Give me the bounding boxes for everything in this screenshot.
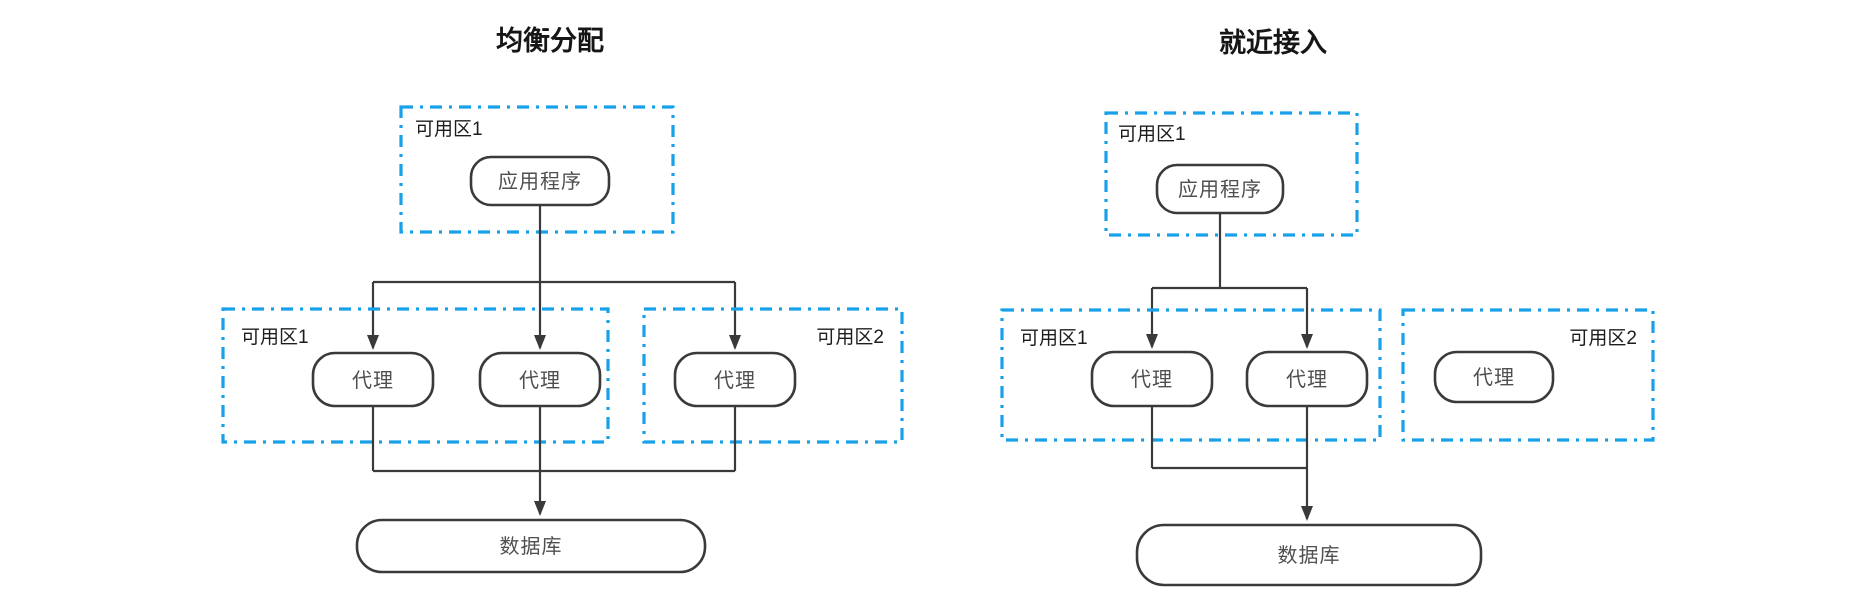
left-mid-zone2-box (642, 307, 904, 444)
right-top-zone-label: 可用区1 (1118, 124, 1186, 145)
right-proxy-node-1-label: 代理 (1131, 367, 1173, 391)
left-app-node-label: 应用程序 (498, 169, 582, 193)
right-db-node (1135, 523, 1483, 587)
left-mid-zone1-label: 可用区1 (241, 327, 309, 348)
right-proxy-node-3-label: 代理 (1473, 365, 1515, 389)
right-diagram: 就近接入 可用区1 应用程序 可用区1 可用区2 代理 代理 (1000, 28, 1655, 587)
left-diagram: 均衡分配 可用区1 应用程序 可用区1 可用区2 代理 代理 (221, 26, 904, 574)
left-proxy-node-1-label: 代理 (352, 368, 394, 392)
left-mid-zone2-label: 可用区2 (816, 327, 884, 348)
right-app-node-label: 应用程序 (1178, 177, 1262, 201)
right-proxy-node-3 (1433, 350, 1555, 404)
left-proxy-node-3-label: 代理 (714, 368, 756, 392)
right-mid-zone2-label: 可用区2 (1569, 328, 1637, 349)
left-top-zone-box (399, 105, 675, 234)
left-proxy-node-2-label: 代理 (519, 368, 561, 392)
left-db-node-label: 数据库 (500, 534, 563, 558)
left-diagram-title: 均衡分配 (496, 26, 604, 56)
right-proxy-node-2-label: 代理 (1286, 367, 1328, 391)
right-mid-zone2-box (1401, 308, 1655, 442)
right-mid-zone1-label: 可用区1 (1020, 328, 1088, 349)
left-top-zone-label: 可用区1 (415, 119, 483, 140)
right-mid-zone1-box (1000, 308, 1382, 442)
right-db-node-label: 数据库 (1278, 543, 1341, 567)
left-db-node (355, 518, 707, 574)
right-diagram-title: 就近接入 (1219, 28, 1327, 58)
right-top-zone-box (1104, 111, 1359, 237)
